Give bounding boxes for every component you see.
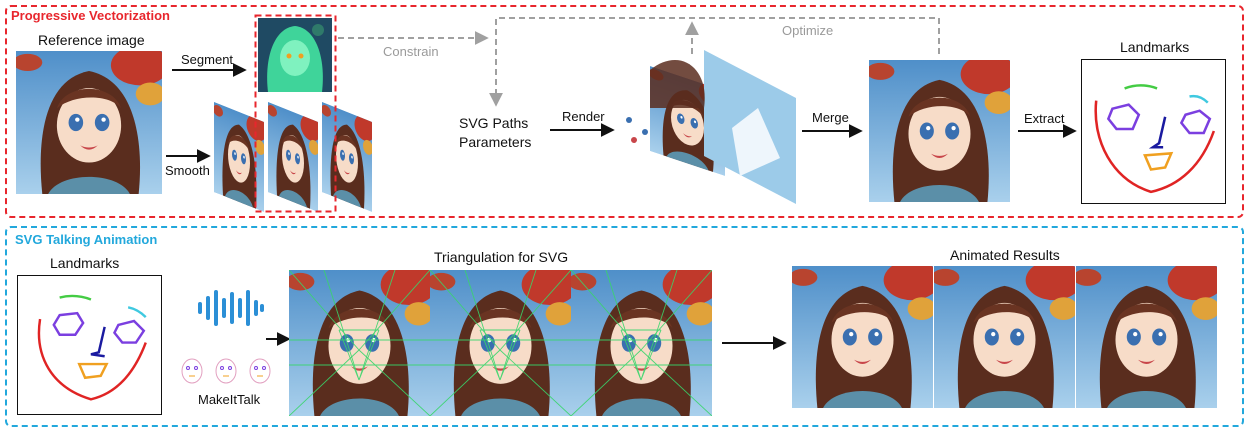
smooth-arrow <box>166 149 211 163</box>
triangulation-label: Triangulation for SVG <box>434 249 569 265</box>
segment-highlight-box <box>254 14 337 213</box>
rendered-layers <box>626 50 796 204</box>
merge-label: Merge <box>812 110 849 125</box>
landmarks-frame-top <box>1081 59 1226 204</box>
landmarks-label-bottom: Landmarks <box>50 255 120 271</box>
panel-title-progressive: Progressive Vectorization <box>11 8 170 23</box>
render-label: Render <box>562 109 605 124</box>
svg-parameters-label: Parameters <box>459 134 532 150</box>
svg-talking-animation-panel <box>5 226 1244 427</box>
reference-image-label: Reference image <box>38 32 145 48</box>
merge-arrow <box>802 124 863 138</box>
merged-image <box>869 60 1010 202</box>
makeittalk-faces-icon <box>181 358 271 384</box>
landmarks-to-mesh-arrow <box>266 332 291 346</box>
render-arrow <box>550 123 615 137</box>
segmentation-mask <box>258 18 332 92</box>
svg-paths-label: SVG Paths <box>459 115 529 131</box>
landmarks-frame-bottom <box>17 275 162 415</box>
segment-label: Segment <box>181 52 234 67</box>
audio-waveform-icon <box>198 290 264 326</box>
extract-label: Extract <box>1024 111 1065 126</box>
constrain-arrow <box>338 17 940 107</box>
progressive-vectorization-panel <box>5 5 1244 218</box>
extract-arrow <box>1018 124 1077 138</box>
landmarks-label-top: Landmarks <box>1120 39 1190 55</box>
mesh-to-results-arrow <box>722 336 787 350</box>
makeittalk-label: MakeItTalk <box>198 392 261 407</box>
animated-results-label: Animated Results <box>950 247 1060 263</box>
segment-arrow <box>172 63 247 77</box>
optimize-label: Optimize <box>782 23 834 38</box>
constrain-label: Constrain <box>383 44 439 59</box>
panel-title-talking: SVG Talking Animation <box>15 232 158 247</box>
animated-results-strip <box>792 266 1217 408</box>
triangulation-strip <box>289 270 712 416</box>
smooth-label: Smooth <box>165 163 210 178</box>
reference-image <box>16 51 162 194</box>
